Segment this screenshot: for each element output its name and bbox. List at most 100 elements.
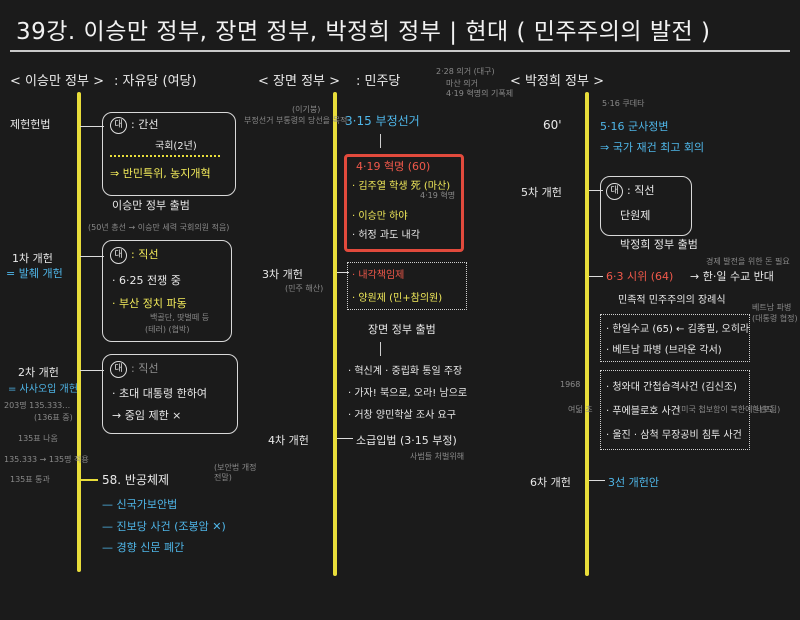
col1-e4-side: (보안법 개정 전말) [214, 463, 257, 482]
col3-timeline [585, 92, 589, 576]
col3-e5-circle: 대 [606, 182, 623, 200]
col1-header: < 이승만 정부 > [10, 74, 104, 89]
col2-left-note2: 부정선거 부통령의 당선을 목적 [244, 116, 348, 125]
col3-box2-year2: 여덟 초 [568, 405, 593, 414]
col1-e2-circle: 대 [110, 246, 127, 264]
col3-box1 [600, 314, 750, 362]
col3-coup: 5·16 군사정변 [600, 120, 669, 133]
col1-e2-connector [80, 256, 104, 257]
col1-e1-arrow: ⇒ 반민특위, 농지개혁 [110, 167, 211, 180]
col2-e3-note: (민주 해산) [285, 284, 324, 293]
col2-e4-connector [337, 438, 353, 439]
col1-e3-note5: 135표 통과 [10, 475, 50, 484]
col3-year60: 60' [543, 118, 562, 132]
col2-r2: · 이승만 하야 [352, 211, 408, 222]
col3-box1-i1: · 한일수교 (65) ← 김종필, 오히라 [606, 324, 750, 335]
col2-left-note1: (이기붕) [292, 105, 321, 114]
col3-protest-sub: 민족적 민주주의의 장례식 [618, 295, 726, 306]
col3-protest-arrow: → 한·일 수교 반대 [690, 270, 774, 283]
col3-box2-year: 1968 [560, 380, 581, 389]
col2-timeline [333, 92, 337, 576]
col1-e3-sub: = 사사오입 개헌 [8, 384, 78, 395]
col2-b2: · 가자! 북으로, 오라! 남으로 [348, 388, 468, 399]
col1-e1-label: 제헌헌법 [10, 118, 51, 131]
col3-box1-i2: · 베트남 파병 (브라운 각서) [606, 345, 722, 356]
col1-e1-sub: 국회(2년) [155, 141, 197, 152]
col2-header: < 장면 정부 > [258, 74, 341, 89]
col3-protest: 6·3 시위 (64) [606, 270, 674, 283]
col1-e3-label: 2차 개헌 [18, 366, 59, 379]
col2-top-note3: 4·19 혁명의 기폭제 [446, 89, 514, 98]
col3-top-note: 5·16 쿠데타 [602, 99, 645, 108]
col1-e3-b2: → 중임 제한 × [112, 409, 182, 422]
col2-e3-i1: · 내각책임제 [352, 270, 405, 281]
col3-protest-connector [589, 276, 603, 277]
col1-e1-wavy [110, 152, 220, 157]
col2-e3-box [347, 262, 467, 310]
col1-e2-b1: · 6·25 전쟁 중 [112, 274, 181, 287]
col2-r1: · 김주열 학생 死 (마산) [352, 181, 451, 192]
col2-party: : 민주당 [356, 74, 401, 89]
col3-box2-i2-side: 한반도 [752, 405, 775, 414]
col1-e4-i1: — 신국가보안법 [102, 498, 178, 511]
col2-s1: 3·15 부정선거 [345, 114, 420, 128]
col1-e2-note2: (테러) (협박) [145, 325, 190, 334]
col1-e2-text: : 직선 [131, 248, 159, 261]
col2-e4-text: 소급입법 (3·15 부정) [356, 434, 457, 447]
col2-arrow1 [380, 134, 381, 148]
col3-box2 [600, 370, 750, 450]
title-underline [10, 50, 790, 52]
col2-rev: 4·19 혁명 (60) [356, 160, 431, 173]
col1-e3-circle: 대 [110, 360, 127, 378]
col3-e5-connector [589, 190, 603, 191]
col2-e4-note: 사범들 처벌위해 [410, 452, 465, 461]
col1-e2-head: 대 : 직선 [110, 246, 158, 264]
col2-e3-connector [337, 272, 349, 273]
col1-e4-i3: — 경향 신문 폐간 [102, 541, 185, 554]
col2-r1-note: 4·19 혁명 [420, 191, 456, 200]
col3-box2-i2-note: (미국 첩보함이 북한에 나포됨) [678, 405, 781, 414]
col3-box2-i3: · 울진 · 삼척 무장공비 침투 사건 [606, 430, 742, 441]
col3-coup-arrow: ⇒ 국가 재건 최고 회의 [600, 141, 705, 154]
col1-e1-box [102, 112, 236, 196]
col2-e4-label: 4차 개헌 [268, 434, 309, 447]
col3-box2-i1: · 청와대 간첩습격사건 (김신조) [606, 382, 737, 393]
col1-e4-connector [80, 479, 98, 481]
col1-e1-head: 대 : 간선 [110, 116, 158, 134]
col3-e5-head: 대: 직선 [606, 182, 654, 200]
col1-e3-b1: · 초대 대통령 한하여 [112, 387, 207, 400]
col1-e3-head: 대: 직선 [110, 360, 158, 378]
col1-e3-note1: 203명 135.333… [4, 401, 71, 410]
col1-e2-box [102, 240, 232, 342]
page-title: 39강. 이승만 정부, 장면 정부, 박정희 정부 | 현대 ( 민주주의의 … [16, 19, 711, 45]
col2-top-note1: 2·28 의거 (대구) [436, 67, 495, 76]
col1-e4-text: 58. 반공체제 [102, 473, 170, 487]
col3-box1-note2: (대통령 협정) [752, 314, 798, 323]
col3-e6-text: 3선 개헌안 [608, 476, 659, 489]
col1-e3-note4: 135.333 → 135명 적용 [4, 455, 89, 464]
col1-e1-launch: 이승만 정부 출범 [112, 199, 190, 212]
col2-revolution-box [344, 154, 464, 252]
col3-side-note: 경제 발전을 위한 돈 필요 [706, 257, 790, 266]
col2-b1: · 혁신계 · 중립화 통일 주장 [348, 366, 463, 377]
col1-timeline [77, 92, 81, 572]
col3-e6-connector [589, 480, 605, 481]
col2-b3: · 거창 양민학살 조사 요구 [348, 410, 456, 421]
col3-e6-label: 6차 개헌 [530, 476, 571, 489]
col1-e1-circle: 대 [110, 116, 127, 134]
col1-e3-note3: 135표 나옴 [18, 434, 58, 443]
col2-launch: 장면 정부 출범 [368, 323, 436, 336]
col1-e3-note2: (136표 중) [34, 413, 73, 422]
col3-box2-i2: · 푸에블로호 사건 [606, 406, 680, 417]
col3-box1-note1: 베트남 파병 [752, 303, 792, 312]
col1-e1-connector [80, 126, 104, 127]
col3-launch: 박정희 정부 출범 [620, 238, 698, 251]
col2-top-note2: 마산 의거 [446, 79, 478, 88]
col2-e3-label: 3차 개헌 [262, 268, 303, 281]
col3-header: < 박정희 정부 > [510, 74, 604, 89]
col1-e2-note1: 백골단, 땃벌떼 등 [150, 313, 210, 322]
col1-e1-text: : 간선 [131, 118, 159, 131]
col1-e2-sub: = 발췌 개헌 [6, 267, 63, 280]
col3-e5-label: 5차 개헌 [521, 186, 562, 199]
col1-e1-note: (50년 총선 → 이승만 세력 국회의원 적음) [88, 223, 230, 232]
